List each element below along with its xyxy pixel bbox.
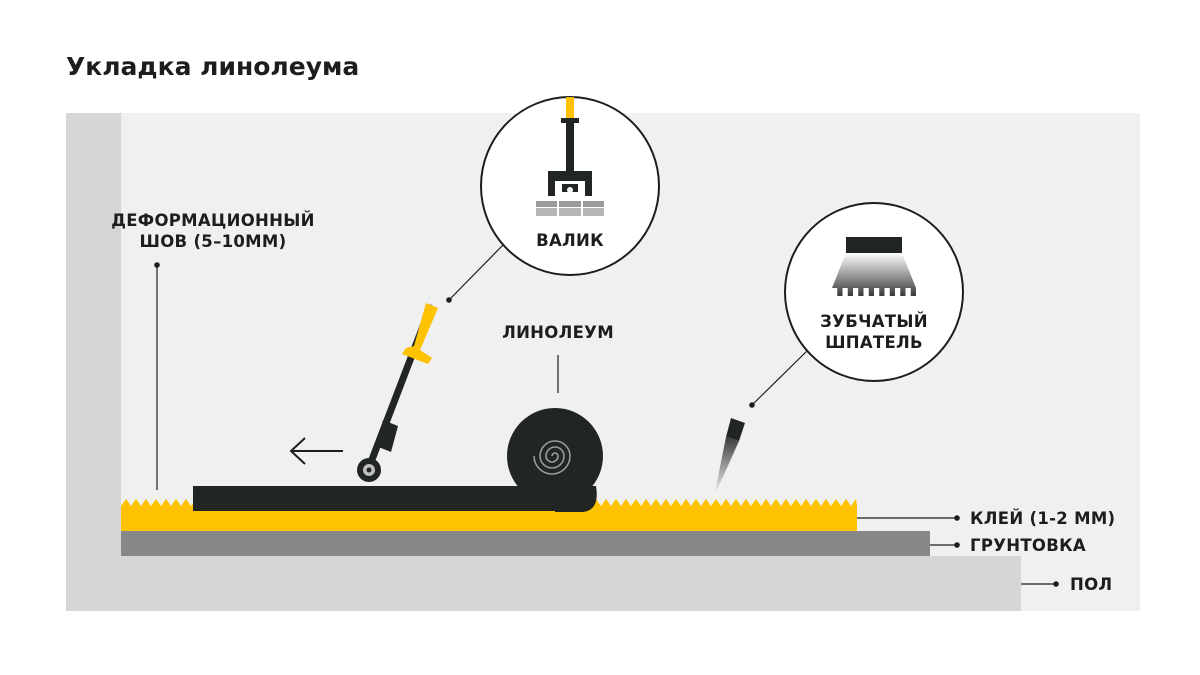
page-title: Укладка линолеума (66, 52, 360, 81)
wall (66, 113, 121, 611)
notched-trowel-icon (714, 418, 745, 497)
trowel-label: ЗУБЧАТЫЙ ШПАТЕЛЬ (794, 311, 954, 353)
linoleum-roll (507, 408, 603, 512)
primer-label: ГРУНТОВКА (970, 536, 1086, 555)
glue-label: КЛЕЙ (1-2 ММ) (970, 509, 1116, 528)
primer-layer (121, 531, 930, 556)
trowel-label-line2: ШПАТЕЛЬ (825, 333, 923, 352)
floor-layer (66, 556, 1021, 611)
floor-label: ПОЛ (1070, 575, 1113, 594)
roll-spiral (533, 440, 571, 475)
expansion-joint-label-line1: ДЕФОРМАЦИОННЫЙ (111, 211, 315, 230)
linoleum-label: ЛИНОЛЕУМ (502, 323, 614, 342)
expansion-joint-label: ДЕФОРМАЦИОННЫЙ ШОВ (5–10ММ) (88, 210, 338, 252)
trowel-callout (784, 202, 964, 382)
roller-tool-icon (357, 303, 438, 482)
expansion-joint-label-line2: ШОВ (5–10ММ) (139, 232, 287, 251)
leaders (156, 244, 1056, 585)
roller-callout (480, 96, 660, 276)
linoleum-sheet (193, 486, 583, 511)
leader-dots (154, 262, 1059, 587)
arrow-left-icon (289, 437, 343, 465)
trowel-label-line1: ЗУБЧАТЫЙ (820, 312, 928, 331)
roller-label: ВАЛИК (536, 231, 604, 250)
